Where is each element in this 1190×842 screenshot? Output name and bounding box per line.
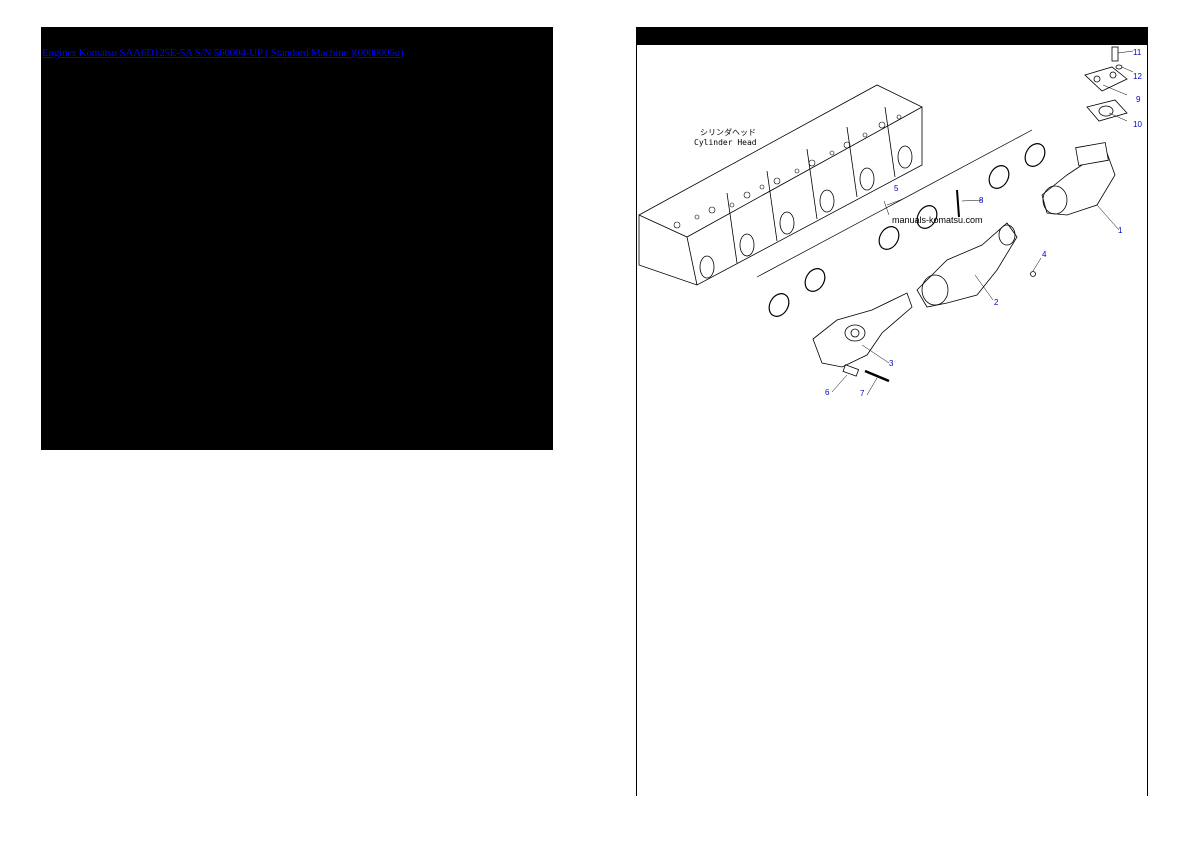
breadcrumb-link[interactable]: Engines Komatsu SAA6D125E-5A S/N 560004-… <box>42 47 404 59</box>
callout-3: 3 <box>889 359 894 368</box>
exploded-parts-diagram: シリンダヘッド Cylinder Head <box>637 45 1147 445</box>
watermark: manuals-komatsu.com <box>892 215 983 225</box>
manifold-rear-drawing <box>1041 142 1116 216</box>
callout-2: 2 <box>994 298 999 307</box>
callout-4: 4 <box>1042 250 1047 259</box>
cover-assembly-drawing <box>1084 46 1128 122</box>
callout-7: 7 <box>860 389 865 398</box>
callout-10: 10 <box>1133 120 1142 129</box>
callout-11: 11 <box>1133 48 1142 57</box>
panel-border-left <box>636 45 637 796</box>
left-panel: Engines Komatsu SAA6D125E-5A S/N 560004-… <box>41 27 553 450</box>
cylinder-head-label-en: Cylinder Head <box>694 138 757 147</box>
manifold-front-drawing <box>812 292 913 368</box>
manifold-center-drawing <box>916 222 1018 308</box>
callout-1: 1 <box>1118 226 1123 235</box>
callout-9: 9 <box>1136 95 1141 104</box>
callout-5: 5 <box>894 184 899 193</box>
cylinder-head-drawing <box>638 84 923 286</box>
callout-8: 8 <box>979 196 984 205</box>
panel-border-right <box>1147 45 1148 796</box>
callout-6: 6 <box>825 388 830 397</box>
cylinder-head-label-jp: シリンダヘッド <box>700 127 756 137</box>
gaskets-drawing <box>768 143 1046 317</box>
right-panel: シリンダヘッド Cylinder Head <box>636 27 1148 796</box>
leader-lines <box>831 50 1134 396</box>
panel-header <box>636 27 1148 45</box>
callout-12: 12 <box>1133 72 1142 81</box>
